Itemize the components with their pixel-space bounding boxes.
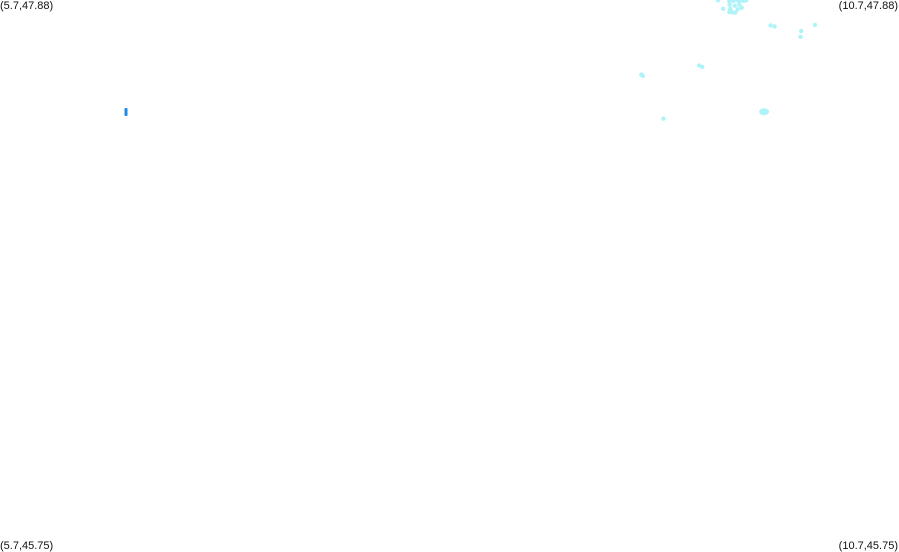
map-point: [728, 6, 733, 11]
corner-label-bottom-left: (5.7,45.75): [0, 540, 54, 552]
map-point: [737, 2, 742, 7]
map-point: [715, 0, 721, 3]
map-point: [733, 10, 738, 15]
map-point: [772, 24, 777, 29]
map-point: [700, 64, 705, 70]
map-point: [732, 3, 737, 8]
corner-label-top-left: (5.7,47.88): [0, 0, 54, 12]
map-point: [799, 28, 804, 34]
map-point: [731, 0, 736, 4]
map-point: [739, 5, 744, 10]
corner-label-bottom-right: (10.7,45.75): [838, 540, 898, 552]
map-point: [661, 116, 666, 121]
map-point: [727, 2, 732, 7]
map-point: [759, 108, 770, 116]
map-point: [124, 108, 128, 116]
map-point: [735, 7, 740, 12]
map-point: [744, 0, 749, 3]
map-point: [798, 34, 803, 39]
map-point: [640, 73, 645, 79]
map-point: [721, 6, 726, 11]
map-point: [768, 23, 773, 28]
map-point: [727, 10, 732, 15]
map-point: [727, 0, 732, 4]
corner-label-top-right: (10.7,47.88): [838, 0, 898, 12]
map-point: [812, 22, 818, 28]
